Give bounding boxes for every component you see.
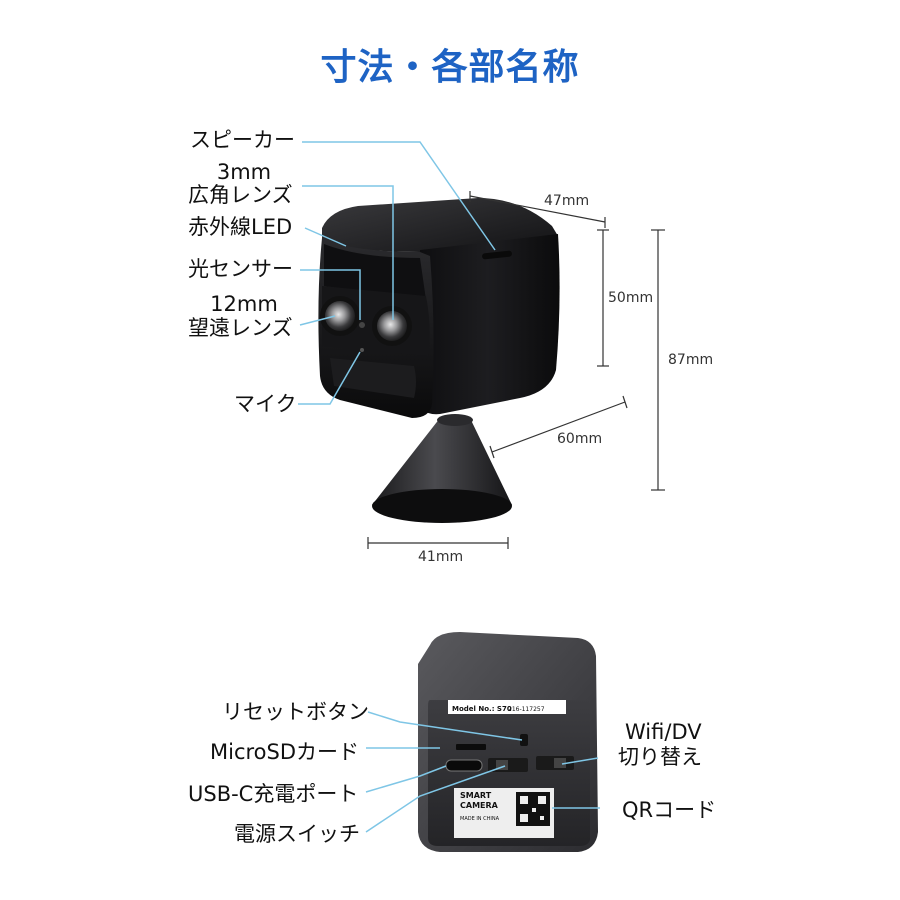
label-tele-lens-focal: 12mm (210, 292, 278, 316)
sticker-line1: SMART (460, 791, 492, 800)
svg-text:216-117257: 216-117257 (508, 706, 545, 713)
camera-back-view: Model No.: S70 216-117257 SMART CAMERA M… (418, 632, 598, 852)
label-microsd: MicroSDカード (210, 740, 360, 764)
label-tele-lens: 望遠レンズ (188, 316, 293, 340)
label-mic: マイク (234, 392, 297, 416)
label-qr: QRコード (622, 798, 717, 822)
label-ir-led: 赤外線LED (188, 215, 293, 239)
label-wide-lens: 広角レンズ (188, 183, 293, 207)
label-wifi-dv: Wifi/DV (625, 720, 702, 744)
dimension-lines (367, 191, 665, 549)
cube-side (416, 234, 560, 415)
microsd-slot (456, 744, 486, 750)
label-wifi-switch: 切り替え (618, 745, 702, 769)
label-light-sensor: 光センサー (188, 257, 293, 281)
reset-button (520, 734, 528, 746)
dim-height-total: 87mm (668, 352, 714, 368)
model-sticker (448, 700, 566, 714)
sticker-made: MADE IN CHINA (460, 816, 500, 822)
page-title: 寸法・各部名称 (320, 47, 580, 88)
dim-width-diag: 60mm (557, 431, 603, 447)
label-speaker: スピーカー (190, 128, 295, 152)
dim-depth: 47mm (544, 193, 590, 209)
bottom-callout-lines (365, 711, 600, 833)
label-wide-lens-focal: 3mm (216, 160, 272, 184)
sticker-line2: CAMERA (460, 801, 499, 810)
cube-top (322, 198, 558, 252)
dim-width-base: 41mm (418, 549, 464, 565)
light-sensor (359, 322, 365, 328)
label-reset: リセットボタン (222, 700, 369, 724)
top-callout-lines (298, 141, 496, 405)
label-power: 電源スイッチ (234, 822, 360, 846)
dim-height-body: 50mm (608, 290, 654, 306)
usbc-port (445, 759, 483, 772)
label-usbc: USB-C充電ポート (188, 782, 359, 806)
sticker-model: Model No.: S70 (452, 705, 512, 713)
mic-hole (360, 348, 364, 352)
